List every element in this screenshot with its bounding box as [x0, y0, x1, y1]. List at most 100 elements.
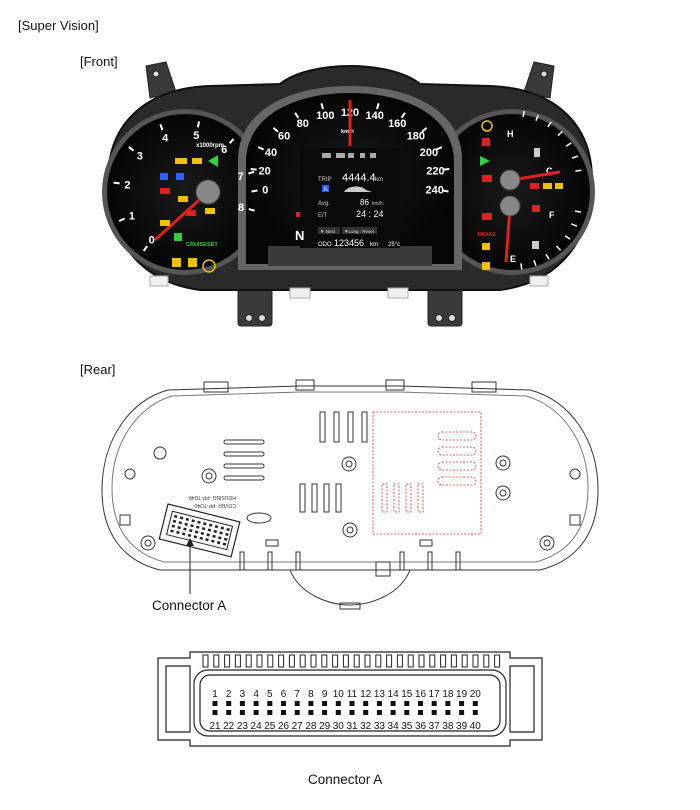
seatbelt-icon — [160, 188, 170, 194]
set-label: SET — [207, 242, 218, 248]
car-icon — [344, 186, 372, 192]
cruise-icon — [174, 233, 182, 241]
rear-label: [Rear] — [80, 362, 116, 377]
tach-number: 4 — [162, 132, 169, 144]
avg-label: Avg. — [318, 201, 330, 207]
seat-icon — [482, 138, 490, 146]
tach-unit-label: x1000rpm — [196, 143, 224, 149]
temp-tick — [575, 169, 582, 172]
speedo-number: 160 — [388, 118, 406, 130]
vehicle-icon — [178, 196, 188, 202]
tach-number: 3 — [137, 151, 143, 163]
speedo-number: 200 — [420, 147, 438, 159]
lcd-display: TRIP 4444.4 km A Avg. 86 km/h E/T 24 : 2… — [300, 148, 400, 248]
speedo-unit-label: km/h — [341, 129, 354, 135]
lowbeam-icon — [176, 173, 184, 180]
speedo-number: 140 — [365, 110, 383, 122]
connector-callout-label: Connector A — [152, 598, 227, 613]
door-icon — [192, 158, 202, 164]
abs-icon — [202, 259, 216, 273]
speedo-tick — [435, 146, 443, 151]
fuel-tick — [533, 259, 537, 267]
tpms-icon — [160, 220, 170, 226]
oil-pressure-icon — [530, 183, 539, 189]
airbag-warn-icon — [532, 205, 540, 212]
airbag-icon — [186, 210, 196, 216]
gear-indicator: N — [295, 228, 304, 243]
temp-tick — [565, 142, 572, 147]
speedo-tick — [257, 146, 265, 151]
odo-value: 123456 — [334, 238, 364, 248]
temp-tick — [571, 155, 579, 159]
tach-number: 0 — [149, 235, 155, 247]
tach-tick — [196, 121, 201, 128]
temp-tick — [522, 110, 525, 118]
brake-icon — [482, 213, 492, 220]
speedo-tick — [251, 189, 258, 193]
tach-number: 7 — [238, 171, 244, 183]
tach-tick — [113, 181, 120, 185]
odo-unit: km — [370, 242, 378, 248]
trip-unit: km — [375, 177, 383, 183]
tach-tick — [128, 146, 135, 152]
fuel-hub — [499, 195, 521, 217]
speedo-tick — [421, 127, 428, 133]
fuel-tick — [574, 210, 582, 213]
gear-warning-icon — [296, 212, 300, 217]
page-title: [Super Vision] — [18, 18, 99, 33]
tach-number: 5 — [193, 130, 199, 142]
speedo-tick — [443, 167, 450, 171]
fuel-tick — [545, 253, 550, 260]
tach-dial — [107, 114, 263, 270]
brake-label: BRAKE — [478, 232, 496, 238]
fuel-empty-label: E — [510, 254, 516, 264]
speedo-number: 220 — [426, 165, 444, 177]
trip-value: 4444.4 — [342, 172, 376, 184]
next-button-label: ▼ Next — [320, 229, 336, 234]
esc-icon — [172, 258, 181, 267]
speedo-tick — [400, 112, 406, 119]
speedo-number: 20 — [258, 165, 270, 177]
speedo-number: 40 — [265, 147, 277, 159]
et-value: 24 : 24 — [356, 209, 384, 219]
trip-label: TRIP — [318, 177, 332, 183]
turn-right-icon — [480, 156, 490, 166]
fuel-tick — [555, 245, 562, 251]
right-gauge-dial — [434, 114, 590, 270]
speedo-tick — [294, 112, 300, 119]
tach-tick — [118, 217, 125, 222]
battery-icon — [482, 175, 492, 182]
outside-temp: 25°c — [388, 242, 400, 248]
speedo-tick — [272, 127, 279, 133]
reset-button-label: ▼Long : Reset — [344, 229, 375, 234]
oil-icon — [175, 158, 187, 164]
avg-value: 86 — [360, 198, 369, 207]
tach-tick — [248, 208, 255, 212]
speedo-number: 240 — [426, 184, 444, 196]
fuel-tick — [571, 223, 578, 227]
et-label: E/T — [318, 213, 328, 219]
speedo-lower-panel — [268, 246, 432, 266]
temp-tick — [547, 121, 552, 128]
tach-number: 2 — [124, 179, 130, 191]
tach-indicator-lights: CRUISE SET — [160, 155, 218, 273]
trip-sub: A — [324, 187, 328, 193]
speedo-number: 0 — [262, 184, 268, 196]
front-clips — [149, 275, 549, 299]
tach-tick — [142, 245, 148, 252]
tach-hub — [195, 179, 221, 205]
tach-tick — [159, 124, 164, 131]
coolant-icon — [534, 148, 540, 157]
tach-number: 6 — [221, 144, 227, 156]
temp-hub — [499, 169, 521, 191]
highbeam-icon — [160, 173, 168, 180]
right-ticks — [520, 110, 582, 270]
fog-icon — [205, 208, 215, 214]
tach-ticks — [113, 121, 255, 252]
lamp-icon — [482, 243, 490, 250]
temp-cold-label: C — [546, 166, 553, 176]
fuel-pump-icon — [532, 241, 539, 249]
fuel-low-icon — [482, 262, 490, 270]
speedo-number: 180 — [407, 131, 425, 143]
